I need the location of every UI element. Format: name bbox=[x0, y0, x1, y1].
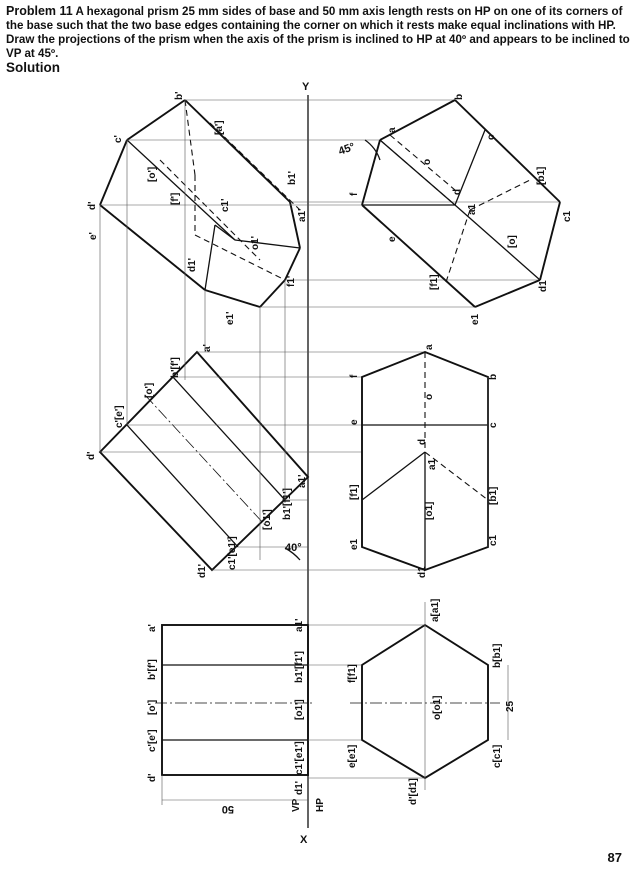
svg-text:c'[e']: c'[e'] bbox=[114, 405, 125, 428]
svg-text:a: a bbox=[387, 127, 398, 133]
svg-text:b': b' bbox=[174, 92, 185, 101]
svg-text:c1'[e1']: c1'[e1'] bbox=[227, 536, 238, 570]
stage3-top-view bbox=[361, 99, 561, 308]
svg-text:b'[f']: b'[f'] bbox=[147, 659, 158, 680]
svg-text:e': e' bbox=[88, 232, 99, 240]
svg-text:b: b bbox=[454, 94, 465, 100]
svg-text:[o']: [o'] bbox=[147, 700, 158, 715]
svg-text:d1: d1 bbox=[417, 566, 428, 578]
svg-text:[o]: [o] bbox=[507, 235, 518, 248]
angle-40: 40° bbox=[285, 542, 302, 554]
svg-text:d: d bbox=[417, 439, 428, 445]
svg-text:e1: e1 bbox=[470, 313, 481, 325]
stage2-top-labels: f a e [f1] o e1 d [o1] d1 a1 b c [b1] c1 bbox=[349, 344, 499, 578]
svg-text:c'[e']: c'[e'] bbox=[147, 729, 158, 752]
svg-text:[o1']: [o1'] bbox=[294, 699, 305, 720]
svg-text:b1'[f1']: b1'[f1'] bbox=[294, 651, 305, 683]
svg-text:f1': f1' bbox=[286, 276, 297, 287]
svg-text:[o']: [o'] bbox=[144, 383, 155, 398]
svg-text:b'[f']: b'[f'] bbox=[170, 357, 181, 378]
svg-text:f: f bbox=[349, 374, 360, 378]
label-x: X bbox=[300, 834, 308, 846]
svg-text:f: f bbox=[349, 192, 360, 196]
svg-text:c1: c1 bbox=[562, 210, 573, 222]
svg-text:[f1]: [f1] bbox=[349, 484, 360, 500]
svg-text:b1'[f1']: b1'[f1'] bbox=[282, 488, 293, 520]
svg-text:c1': c1' bbox=[220, 198, 231, 212]
svg-text:f[f1]: f[f1] bbox=[347, 664, 358, 683]
svg-text:c1'[e1']: c1'[e1'] bbox=[294, 741, 305, 775]
svg-text:e1': e1' bbox=[225, 311, 236, 325]
svg-text:c': c' bbox=[113, 135, 124, 143]
svg-text:c: c bbox=[488, 422, 499, 428]
svg-text:b1': b1' bbox=[287, 171, 298, 185]
svg-text:[b1]: [b1] bbox=[488, 487, 499, 505]
svg-text:o1': o1' bbox=[250, 236, 261, 250]
svg-text:e: e bbox=[349, 419, 360, 425]
svg-text:a1: a1 bbox=[467, 203, 478, 215]
svg-text:[f']: [f'] bbox=[170, 193, 181, 205]
svg-text:d1: d1 bbox=[538, 280, 549, 292]
svg-text:a': a' bbox=[147, 624, 158, 632]
svg-text:d'[d1]: d'[d1] bbox=[408, 778, 419, 805]
svg-text:o[o1]: o[o1] bbox=[432, 696, 443, 720]
stage2-front-view bbox=[98, 350, 425, 572]
svg-text:o: o bbox=[422, 159, 433, 165]
solution-label: Solution bbox=[6, 60, 60, 75]
svg-text:d1': d1' bbox=[294, 781, 305, 795]
svg-text:[f1]: [f1] bbox=[429, 274, 440, 290]
svg-text:a[a1]: a[a1] bbox=[430, 599, 441, 622]
svg-text:e[e1]: e[e1] bbox=[347, 745, 358, 768]
svg-text:d': d' bbox=[147, 774, 158, 783]
label-y: Y bbox=[302, 81, 310, 93]
svg-text:a1: a1 bbox=[427, 458, 438, 470]
stage1-top-labels: d'[d1] e[e1] o[o1] f[f1] c[c1] b[b1] a[a… bbox=[347, 599, 503, 805]
svg-text:a': a' bbox=[202, 344, 213, 352]
svg-text:c1: c1 bbox=[488, 534, 499, 546]
stage2-front-labels: d' c'[e'] [o'] b'[f'] a' d1' c1'[e1'] [o… bbox=[86, 344, 308, 578]
dim-50: 50 bbox=[222, 803, 234, 815]
label-vp: VP bbox=[291, 798, 302, 812]
svg-text:c: c bbox=[486, 134, 497, 140]
svg-text:o: o bbox=[424, 394, 435, 400]
svg-text:a1': a1' bbox=[294, 618, 305, 632]
svg-text:a1': a1' bbox=[297, 474, 308, 488]
svg-text:[o1']: [o1'] bbox=[262, 509, 273, 530]
svg-text:e: e bbox=[387, 236, 398, 242]
page-number: 87 bbox=[607, 850, 622, 865]
stage3-front-view bbox=[99, 99, 560, 560]
label-hp: HP bbox=[315, 798, 326, 812]
dim-25: 25 bbox=[505, 700, 516, 712]
stage1-front-view bbox=[155, 624, 315, 805]
svg-text:c[c1]: c[c1] bbox=[492, 745, 503, 768]
angle-45: 45° bbox=[337, 141, 357, 158]
svg-text:d': d' bbox=[86, 452, 97, 461]
svg-text:e1: e1 bbox=[349, 538, 360, 550]
problem-statement: Problem 11 A hexagonal prism 25 mm sides… bbox=[6, 4, 634, 61]
svg-text:d': d' bbox=[87, 202, 98, 211]
svg-text:a: a bbox=[424, 344, 435, 350]
stage1-front-labels: d' c'[e'] [o'] b'[f'] a' d1' c1'[e1'] [o… bbox=[147, 618, 305, 795]
svg-text:d1': d1' bbox=[197, 564, 208, 578]
svg-text:d: d bbox=[452, 189, 463, 195]
stage1-top-view bbox=[308, 602, 509, 790]
svg-text:b: b bbox=[488, 374, 499, 380]
svg-text:[a']: [a'] bbox=[214, 120, 225, 135]
svg-text:b[b1]: b[b1] bbox=[492, 644, 503, 668]
svg-text:[o']: [o'] bbox=[147, 167, 158, 182]
svg-text:[o1]: [o1] bbox=[424, 502, 435, 520]
svg-text:[b1]: [b1] bbox=[536, 167, 547, 185]
stage2-top-view bbox=[361, 350, 489, 572]
problem-label: Problem 11 bbox=[6, 4, 73, 18]
svg-text:d1': d1' bbox=[187, 258, 198, 272]
problem-text: A hexagonal prism 25 mm sides of base an… bbox=[6, 5, 630, 60]
stage3-front-labels: b' c' d' e' [o'] [f'] [a'] c1' o1' d1' e… bbox=[87, 92, 308, 326]
stage3-top-labels: b a c o f d [b1] a1 e [o] [f1] d1 c1 e1 bbox=[349, 94, 573, 325]
svg-text:a1': a1' bbox=[297, 208, 308, 222]
